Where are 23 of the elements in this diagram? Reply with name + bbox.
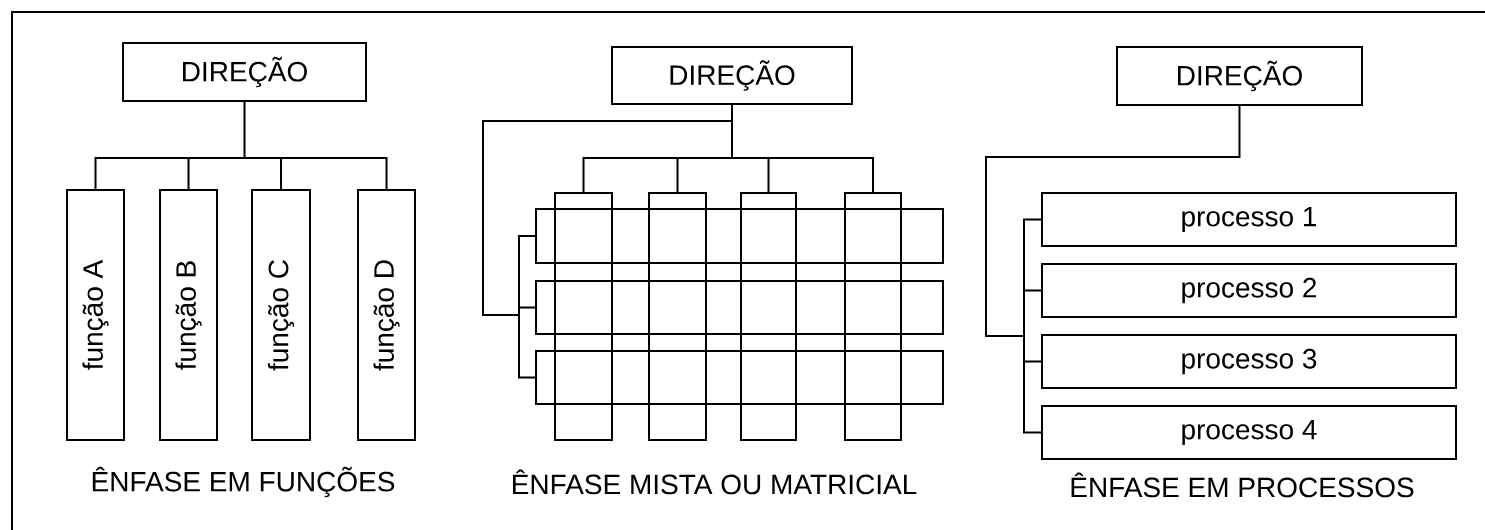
function-box: função C xyxy=(251,189,311,441)
direction-box: DIREÇÃO xyxy=(1116,46,1363,106)
column-box xyxy=(554,192,613,441)
direction-box: DIREÇÃO xyxy=(611,46,853,105)
function-box: função A xyxy=(66,189,125,441)
process-box: processo 4 xyxy=(1041,405,1457,460)
connector-line xyxy=(94,101,388,190)
function-box: função B xyxy=(159,189,218,441)
caption-text: ÊNFASE MISTA OU MATRICIAL xyxy=(513,469,917,495)
row-box xyxy=(535,280,944,335)
column-box xyxy=(844,192,902,441)
connector-line xyxy=(985,105,1241,434)
column-box xyxy=(648,192,707,441)
connector-line xyxy=(482,104,874,379)
column-box xyxy=(740,192,797,441)
direction-box: DIREÇÃO xyxy=(122,42,367,102)
function-box: função D xyxy=(357,189,416,441)
caption-text: ÊNFASE EM FUNÇÕES xyxy=(92,466,395,498)
process-box: processo 3 xyxy=(1041,334,1457,389)
process-box: processo 1 xyxy=(1041,192,1457,247)
process-box: processo 2 xyxy=(1041,263,1457,318)
row-box xyxy=(535,350,944,405)
row-box xyxy=(535,208,944,264)
